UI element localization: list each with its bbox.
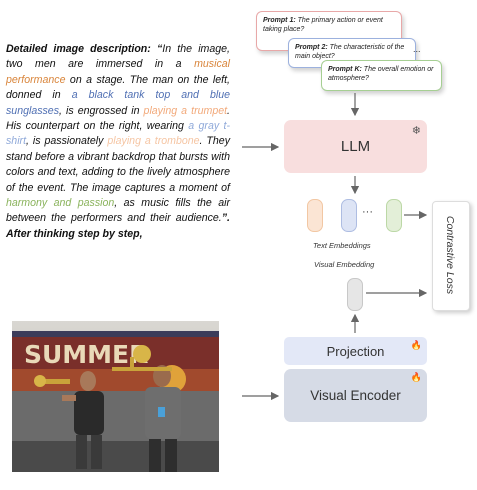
prompt-2-text: The characteristic of the main object? xyxy=(295,44,405,60)
visual-embedding-label: Visual Embedding xyxy=(314,260,375,269)
flame-icon: 🔥 xyxy=(410,340,422,350)
concert-photo-illustration: SUMMER xyxy=(12,321,219,472)
text-embeddings-label: Text Embeddings xyxy=(313,241,371,250)
contrastive-loss-box xyxy=(432,201,470,311)
text-embedding-1 xyxy=(307,199,323,232)
embedding-ellipsis: ··· xyxy=(362,206,373,218)
prompt-2-label: Prompt 2: xyxy=(295,44,328,51)
flame-icon: 🔥 xyxy=(410,372,422,382)
visual-embedding xyxy=(347,278,363,311)
text-embedding-2 xyxy=(341,199,357,232)
image-description: Detailed image description: “In the imag… xyxy=(6,42,230,242)
description-highlight: playing a trumpet xyxy=(143,104,228,117)
description-text: on a stage. The man on the left, donned … xyxy=(6,73,230,102)
prompt-k-label: Prompt K: xyxy=(328,66,362,73)
description-text: , as music fills the air between the per… xyxy=(6,197,230,225)
description-highlight: harmony and passion xyxy=(6,197,115,210)
description-body: In the image, two men are immersed in a … xyxy=(6,43,230,224)
description-lead: Detailed image description: “ xyxy=(6,43,163,55)
description-text: In the image, two men are immersed in a xyxy=(6,43,230,71)
projection-label: Projection xyxy=(326,343,385,359)
prompt-card-k: Prompt K: The overall emotion or atmosph… xyxy=(321,60,442,91)
llm-block: LLM ❄ xyxy=(284,120,427,173)
snowflake-icon: ❄ xyxy=(411,125,421,137)
visual-encoder-block: Visual Encoder 🔥 xyxy=(284,369,427,422)
projection-block: Projection 🔥 xyxy=(284,337,427,365)
description-highlight: a black tank top and blue sunglasses xyxy=(6,89,231,117)
description-text: , is engrossed in xyxy=(59,104,144,117)
description-highlight: a gray t-shirt xyxy=(6,120,230,148)
description-text: , is passionately xyxy=(26,135,108,148)
concert-photo: SUMMER xyxy=(12,321,219,472)
prompt-k-text: The overall emotion or atmosphere? xyxy=(328,66,434,82)
description-highlight: musical performance xyxy=(6,58,230,86)
banner-text: SUMMER xyxy=(24,340,148,369)
description-text: . His counterpart on the right, wearing xyxy=(6,104,230,133)
visual-encoder-label: Visual Encoder xyxy=(310,388,401,403)
description-text: . They stand before a vibrant backdrop t… xyxy=(6,135,230,194)
prompt-1-text: The primary action or event taking place… xyxy=(263,17,383,33)
description-highlight: playing a trombone xyxy=(107,135,200,148)
llm-label: LLM xyxy=(340,138,371,155)
description-tail: ”. After thinking step by step, xyxy=(6,212,230,240)
prompt-ellipsis: ... xyxy=(413,44,421,54)
text-embedding-k xyxy=(386,199,402,232)
prompt-1-label: Prompt 1: xyxy=(263,17,296,24)
